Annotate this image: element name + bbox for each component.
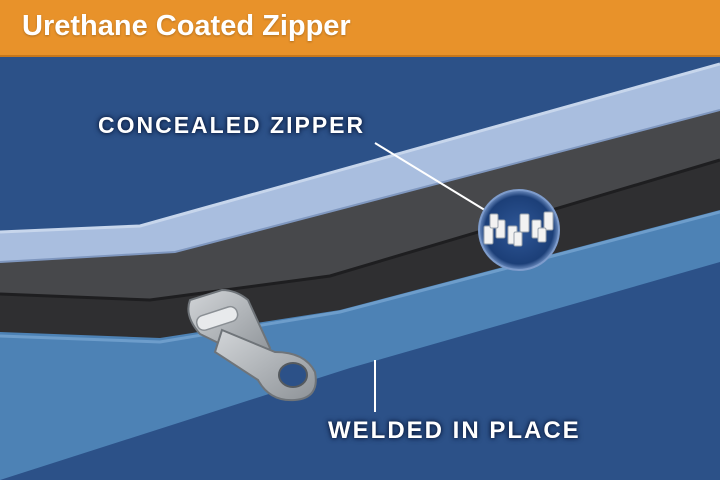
zipper-pull-hole: [278, 362, 308, 388]
concealed-zipper-leader-line: [374, 142, 489, 213]
zipper-tape-lower: [0, 158, 720, 338]
concealed-zipper-lens: [478, 189, 560, 271]
lower-coated-layer: [0, 205, 720, 480]
zipper-slider-slot: [195, 305, 239, 332]
diagram-title: Urethane Coated Zipper: [22, 10, 351, 42]
zipper-pull: [187, 288, 317, 402]
zipper-illustration: [0, 57, 720, 480]
lens-circle: [478, 189, 560, 271]
title-banner: Urethane Coated Zipper: [0, 0, 720, 57]
concealed-zipper-label: CONCEALED ZIPPER: [98, 112, 366, 138]
upper-coated-layer: [0, 64, 720, 262]
upper-layer-shadow: [0, 109, 720, 263]
welded-in-place-label: WELDED IN PLACE: [328, 417, 581, 444]
upper-layer-top-edge: [0, 62, 720, 234]
zipper-teeth-icon: [483, 211, 554, 247]
